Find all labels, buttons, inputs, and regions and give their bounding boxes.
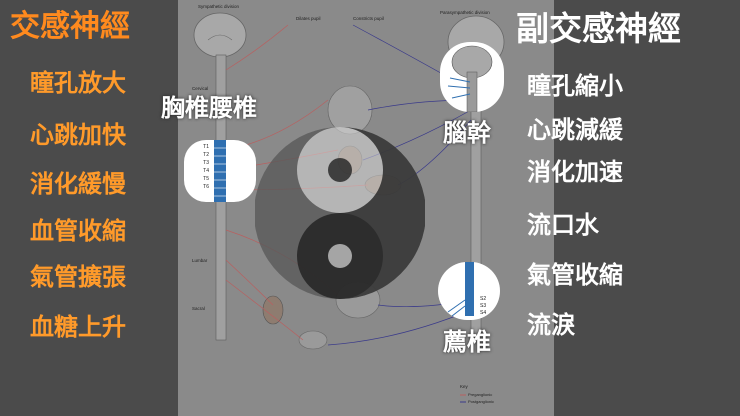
label-postganglionic: Postganglionic [468, 399, 494, 404]
parasympathetic-effect: 氣管收縮 [527, 261, 623, 289]
sacral-vertebrae: S2 S3 S4 [447, 262, 486, 317]
label-lumbar: Lumbar [192, 258, 208, 263]
sympathetic-title: 交感神經 [10, 9, 130, 44]
parasympathetic-effect: 流口水 [527, 211, 599, 239]
sympathetic-effect: 血糖上升 [30, 313, 126, 341]
sacral-label: S4 [480, 310, 486, 316]
thoracolumbar-vertebrae: T1 T2 T3 T4 T5 T6 [203, 140, 226, 202]
label-sacral: Sacral [192, 306, 205, 311]
label-preganglionic: Preganglionic [468, 392, 492, 397]
parasympathetic-effect: 流淚 [527, 311, 575, 339]
vertebra-label: T6 [203, 184, 209, 190]
sacral-label: S2 [480, 296, 486, 302]
sympathetic-effect: 消化緩慢 [30, 170, 126, 198]
thoracolumbar-label: 胸椎腰椎 [161, 94, 257, 122]
vertebra-label: T4 [203, 168, 209, 174]
label-symp-division: Sympathetic division [198, 4, 240, 9]
label-para-division: Parasympathetic division [440, 10, 490, 15]
yin-yang-icon [255, 127, 425, 299]
sympathetic-effect: 瞳孔放大 [30, 69, 126, 97]
sacral-label: S3 [480, 303, 486, 309]
label-cervical: Cervical [192, 86, 208, 91]
parasympathetic-title: 副交感神經 [516, 9, 681, 48]
sympathetic-effect: 心跳加快 [30, 121, 126, 149]
vertebra-label: T3 [203, 160, 209, 166]
sympathetic-effect: 氣管擴張 [30, 263, 126, 291]
label-constricts-pupil: Constricts pupil [353, 16, 384, 21]
brainstem-label: 腦幹 [443, 119, 491, 147]
kidney-illustration [262, 295, 284, 325]
sympathetic-effect: 血管收縮 [30, 217, 126, 245]
bladder-illustration [298, 330, 328, 350]
sacral-region-label: 薦椎 [443, 328, 491, 356]
parasympathetic-effect: 心跳減緩 [527, 116, 623, 144]
vertebra-label: T5 [203, 176, 209, 182]
vertebra-label: T1 [203, 144, 209, 150]
vertebra-label: T2 [203, 152, 209, 158]
parasympathetic-effect: 消化加速 [527, 158, 623, 186]
label-key: Key [460, 384, 469, 389]
brainstem-illustration [447, 45, 493, 112]
parasympathetic-effect: 瞳孔縮小 [527, 72, 623, 100]
label-dilates-pupil: Dilates pupil [296, 16, 321, 21]
